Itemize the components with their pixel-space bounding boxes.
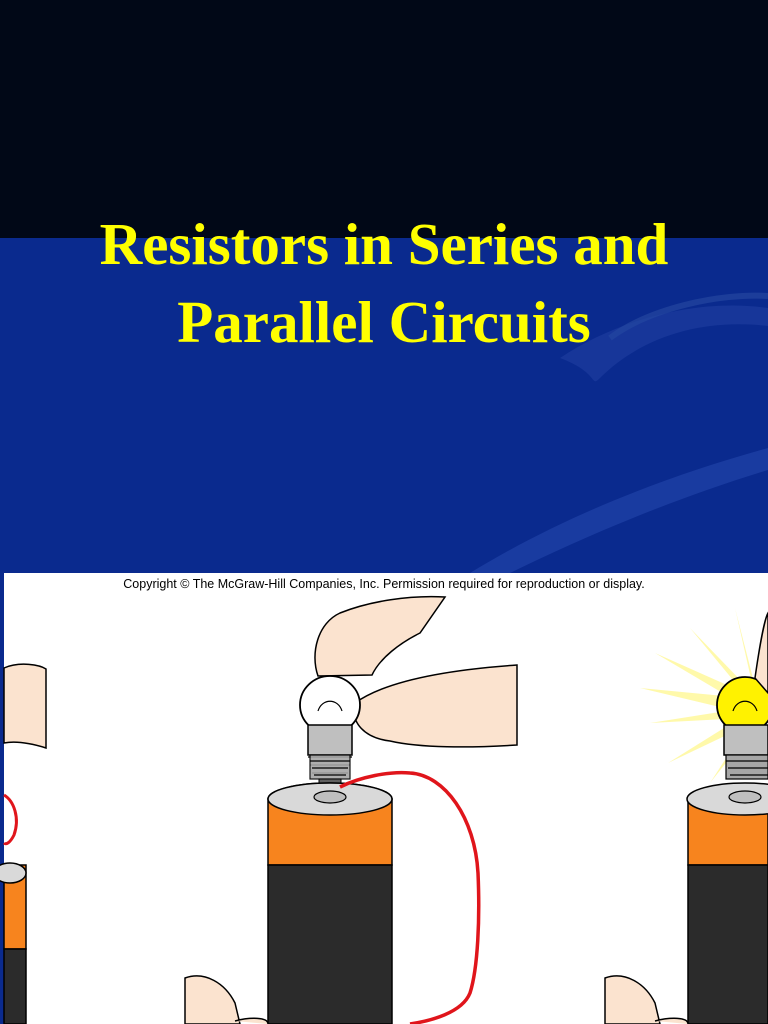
wire-center xyxy=(339,770,481,1024)
copyright-notice: Copyright © The McGraw-Hill Companies, I… xyxy=(123,577,645,591)
left-panel-partial xyxy=(0,663,47,1024)
hand-bottom xyxy=(184,975,241,1024)
circuit-illustration xyxy=(0,595,768,1024)
center-panel xyxy=(184,595,518,1024)
decorative-swoosh xyxy=(470,292,768,578)
right-panel xyxy=(604,608,768,1024)
title-line-2: Parallel Circuits xyxy=(177,289,591,355)
finger-right xyxy=(353,664,518,748)
top-dark-band xyxy=(0,0,768,238)
blue-background-band xyxy=(0,238,768,578)
circuit-figure: Copyright © The McGraw-Hill Companies, I… xyxy=(0,573,768,1024)
slide-title: Resistors in Series and Parallel Circuit… xyxy=(0,205,768,361)
thumb-top xyxy=(314,595,447,677)
title-line-1: Resistors in Series and xyxy=(99,211,669,277)
figure-left-edge xyxy=(0,573,4,1024)
